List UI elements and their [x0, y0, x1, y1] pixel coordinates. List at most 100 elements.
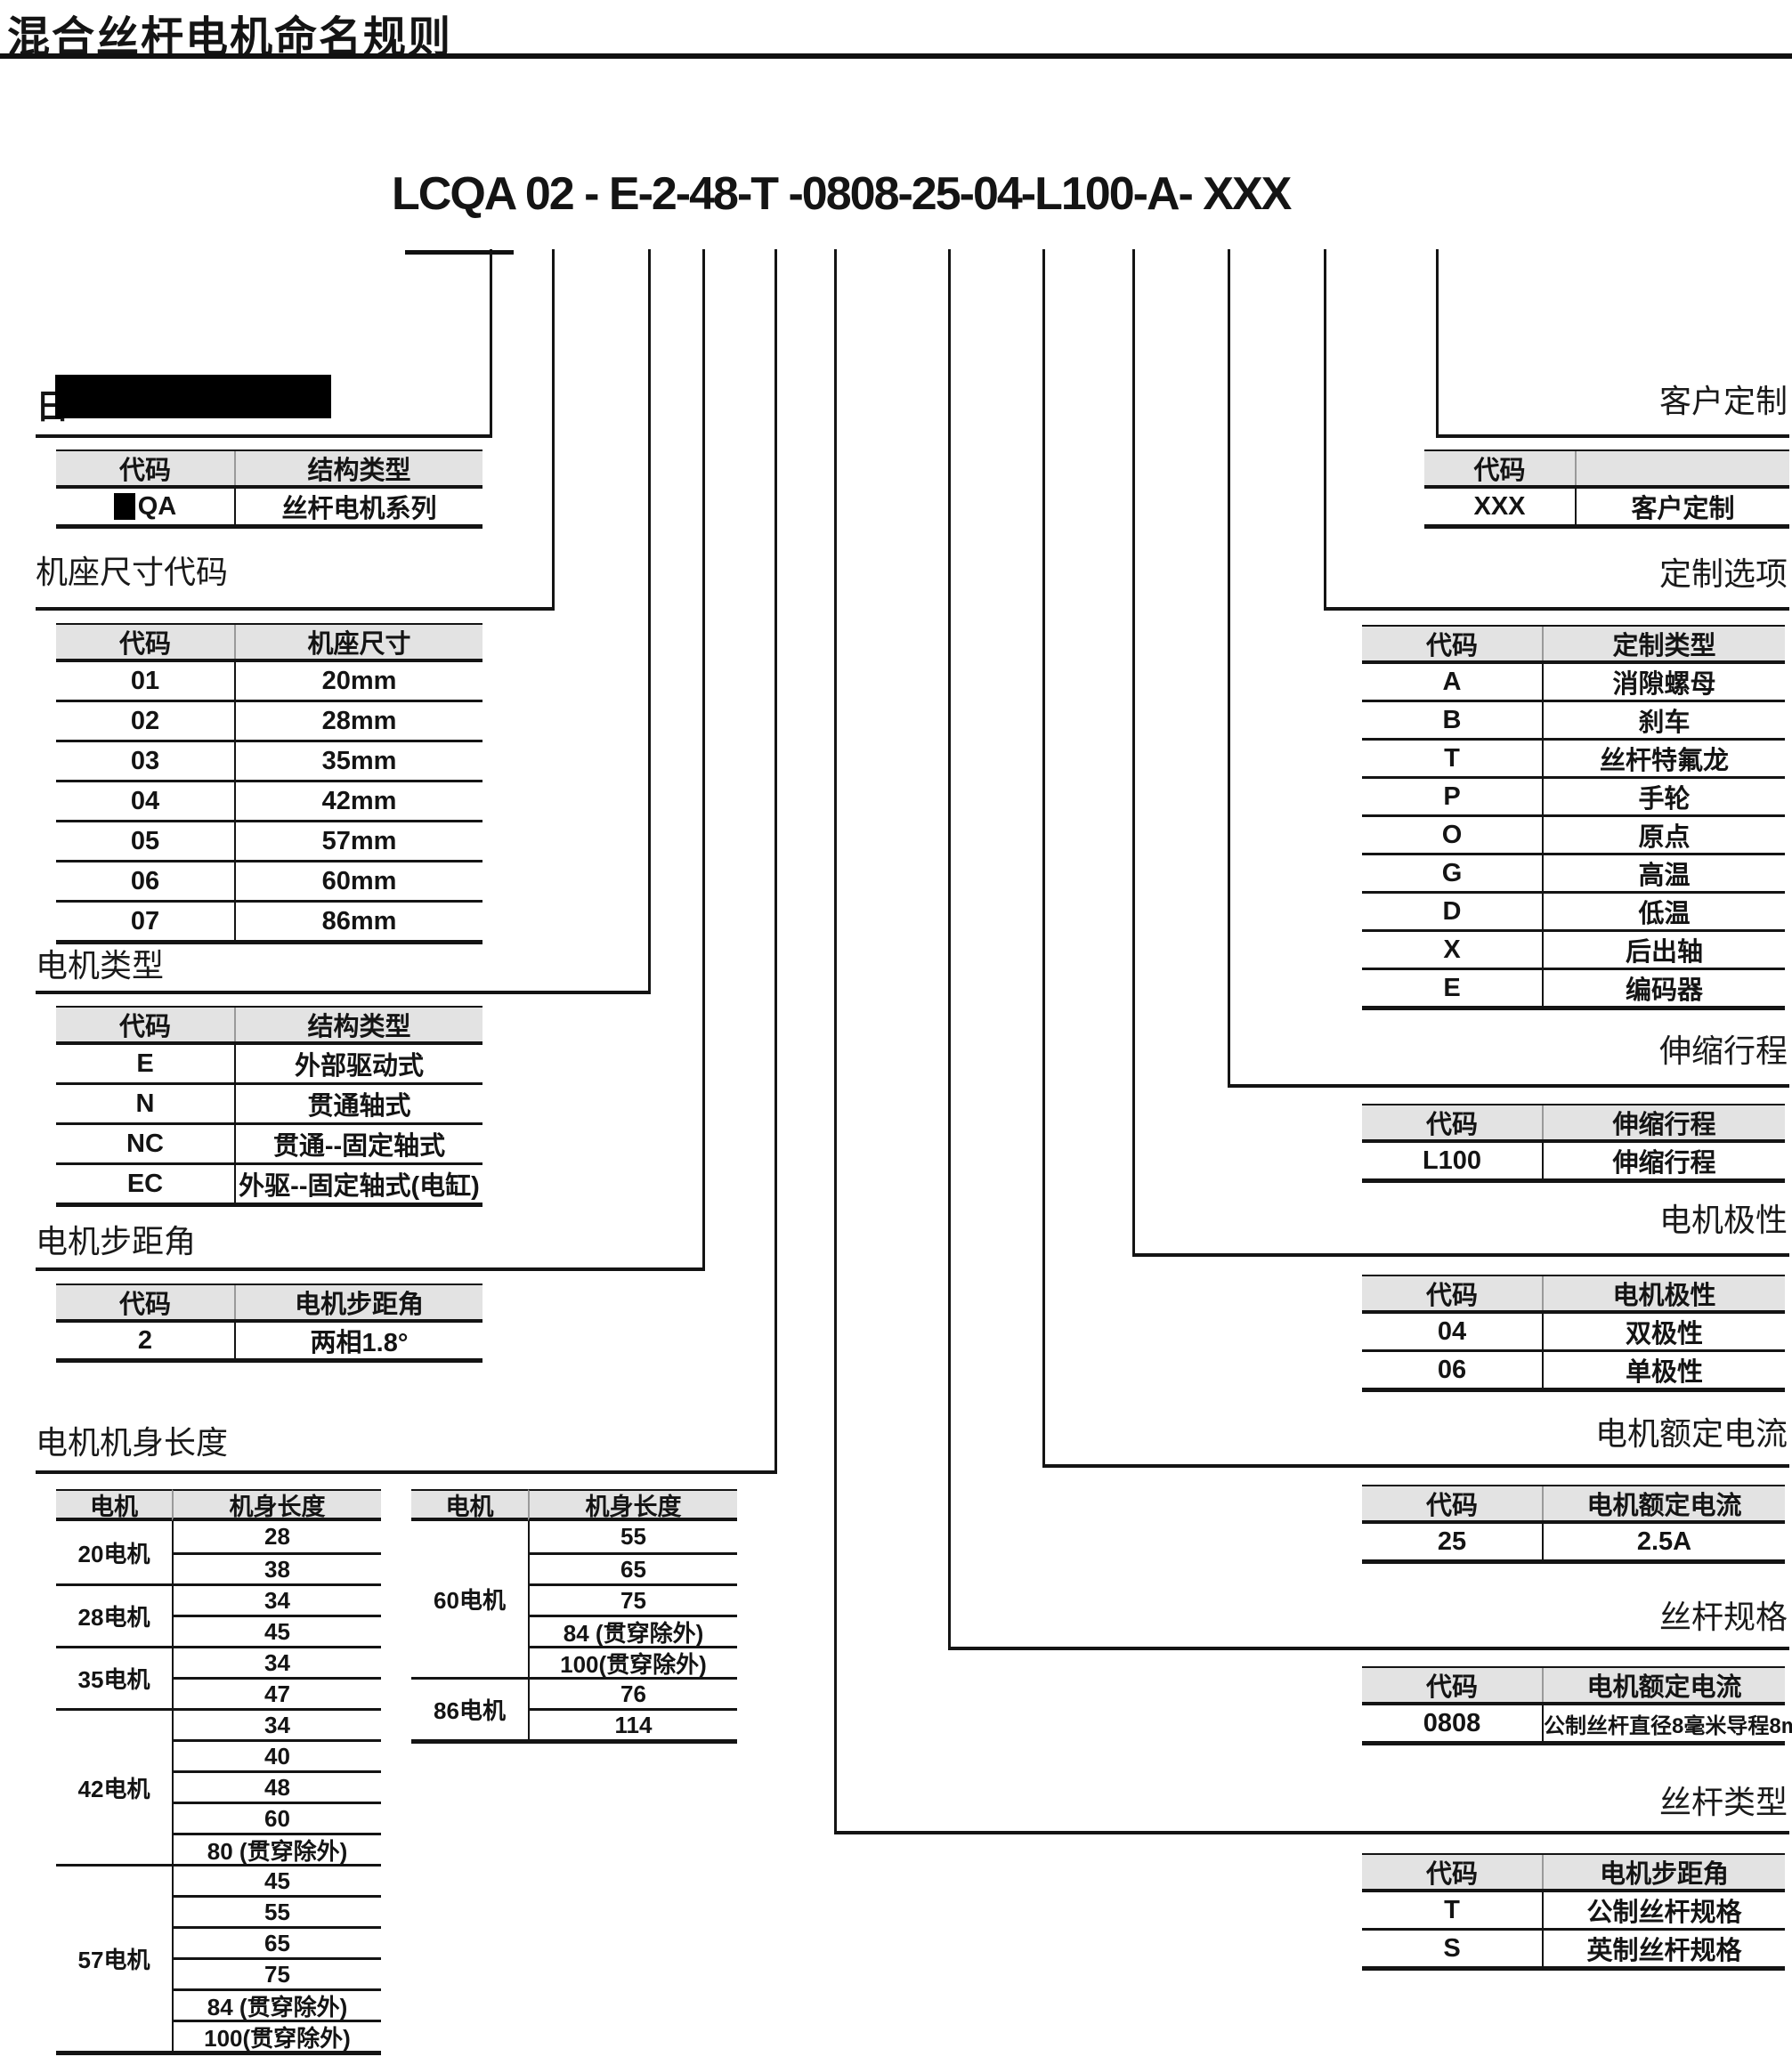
table-body: L100 伸缩行程 [1362, 1139, 1785, 1178]
table-header-row: 代码 电机步距角 [1362, 1853, 1785, 1889]
connector-vline-02 [552, 249, 555, 607]
length-cell: 100(贯穿除外) [172, 2020, 381, 2052]
table-row: L100 伸缩行程 [1362, 1139, 1785, 1178]
column-header-length: 机身长度 [528, 1489, 737, 1521]
connector-vline-LCQA [490, 249, 492, 434]
table-row: 04 42mm [56, 780, 482, 820]
code-cell: NC [126, 1129, 164, 1158]
length-cell: 75 [528, 1583, 737, 1615]
table-row: O 原点 [1362, 814, 1785, 853]
length-cell: 28 [172, 1521, 381, 1552]
column-header-value: 电机极性 [1542, 1276, 1785, 1310]
connector-vline-A [1324, 249, 1326, 607]
length-cell: 76 [528, 1677, 737, 1708]
table-row: B 刹车 [1362, 700, 1785, 738]
motor-group-cell: 86电机 [411, 1677, 528, 1739]
table-body: 01 20mm 02 28mm 03 35mm 04 42mm 05 57mm … [56, 659, 482, 940]
table-body: 25 2.5A [1362, 1520, 1785, 1559]
column-header-motor: 电机 [411, 1489, 528, 1521]
column-header-value: 伸缩行程 [1542, 1105, 1785, 1139]
value-cell: 42mm [234, 782, 482, 820]
table-row: 2 两相1.8° [56, 1319, 482, 1358]
length-cell: 114 [528, 1708, 737, 1739]
connector-vline-L100 [1228, 249, 1230, 1084]
code-cell: S [1443, 1933, 1461, 1963]
title-rule [0, 53, 1792, 59]
table-row: N 贯通轴式 [56, 1082, 482, 1122]
column-header-code: 代码 [1425, 1673, 1478, 1702]
table-row: XXX 客户定制 [1424, 485, 1789, 524]
code-cell: E [1443, 973, 1461, 1002]
column-header-value: 电机步距角 [234, 1285, 482, 1319]
table-row: D 低温 [1362, 891, 1785, 929]
table-body: 04 双极性 06 单极性 [1362, 1310, 1785, 1388]
column-header-value [1575, 451, 1789, 485]
connector-hline-LCQA [36, 434, 492, 438]
table-row: NC 贯通--固定轴式 [56, 1122, 482, 1162]
section-label-screw-spec: 丝杆规格 [1658, 1599, 1788, 1635]
code-cell: 2 [137, 1325, 153, 1355]
connector-hline-48 [36, 1470, 777, 1474]
column-header-code: 代码 [1425, 1111, 1478, 1139]
connector-hline-02 [36, 607, 555, 611]
table-body: QA 丝杆电机系列 [56, 485, 482, 524]
value-cell: 2.5A [1542, 1524, 1785, 1559]
code-cell: 01 [130, 666, 160, 695]
table-body: A 消隙螺母 B 刹车 T 丝杆特氟龙 P 手轮 O 原点 G 高温 D 低温 [1362, 660, 1785, 1006]
column-header-value: 机座尺寸 [234, 625, 482, 659]
length-cell: 40 [172, 1739, 381, 1770]
length-cell: 48 [172, 1770, 381, 1802]
table-row: EC 外驱--固定轴式(电缸) [56, 1162, 482, 1203]
code-cell: QA [56, 489, 234, 524]
column-header-length: 机身长度 [172, 1489, 381, 1521]
connector-hline-A [1324, 607, 1789, 611]
stroke-table: 代码 伸缩行程 L100 伸缩行程 [1362, 1104, 1785, 1183]
screw-type-table: 代码 电机步距角 T 公制丝杆规格 S 英制丝杆规格 [1362, 1853, 1785, 1971]
table-header-row: 代码 电机额定电流 [1362, 1485, 1785, 1520]
value-cell: 客户定制 [1575, 489, 1789, 524]
value-cell: 86mm [234, 903, 482, 940]
connector-hline-L100 [1228, 1084, 1789, 1088]
code-cell: 03 [130, 746, 160, 775]
value-cell: 两相1.8° [234, 1323, 482, 1358]
value-cell: 原点 [1542, 817, 1785, 853]
length-cell: 55 [528, 1521, 737, 1552]
length-cell: 34 [172, 1708, 381, 1739]
table-row: E 编码器 [1362, 968, 1785, 1006]
step-angle-table: 代码 电机步距角 2 两相1.8° [56, 1284, 482, 1363]
value-cell: 贯通--固定轴式 [234, 1125, 482, 1162]
table-header-row: 代码 电机极性 [1362, 1275, 1785, 1310]
section-label-polarity: 电机极性 [1658, 1202, 1788, 1238]
motor-group-cell: 35电机 [56, 1646, 172, 1708]
table-header-row: 代码 电机步距角 [56, 1284, 482, 1319]
redaction-block [113, 493, 135, 520]
table-body: 0808 公制丝杆直径8毫米导程8mm [1362, 1702, 1792, 1741]
value-cell: 外部驱动式 [234, 1045, 482, 1082]
value-cell: 35mm [234, 742, 482, 780]
table-row: QA 丝杆电机系列 [56, 485, 482, 524]
motor-group-cell: 57电机 [56, 1864, 172, 2051]
column-header-code: 代码 [118, 457, 171, 485]
code-cell: L100 [1422, 1146, 1482, 1175]
table-row: 05 57mm [56, 820, 482, 860]
motor-group-cell: 20电机 [77, 1540, 150, 1567]
section-label-custom: 客户定制 [1658, 383, 1788, 419]
column-header-value: 结构类型 [234, 451, 482, 485]
code-cell: 05 [130, 826, 160, 855]
code-cell: 06 [130, 866, 160, 895]
table-row: 07 86mm [56, 900, 482, 940]
column-header-code: 代码 [118, 1291, 171, 1319]
column-header-code: 代码 [1473, 457, 1526, 485]
section-label-motor-type: 电机类型 [36, 947, 165, 984]
length-cell: 65 [528, 1552, 737, 1583]
length-cell: 38 [172, 1552, 381, 1583]
value-cell: 贯通轴式 [234, 1085, 482, 1122]
column-header-code: 代码 [1425, 1860, 1478, 1889]
column-header-motor: 电机 [56, 1489, 172, 1521]
column-header-code: 代码 [118, 1013, 171, 1041]
value-cell: 手轮 [1542, 779, 1785, 814]
motor-type-table: 代码 结构类型 E 外部驱动式 N 贯通轴式 NC 贯通--固定轴式 EC 外驱… [56, 1006, 482, 1207]
table-row: X 后出轴 [1362, 929, 1785, 968]
